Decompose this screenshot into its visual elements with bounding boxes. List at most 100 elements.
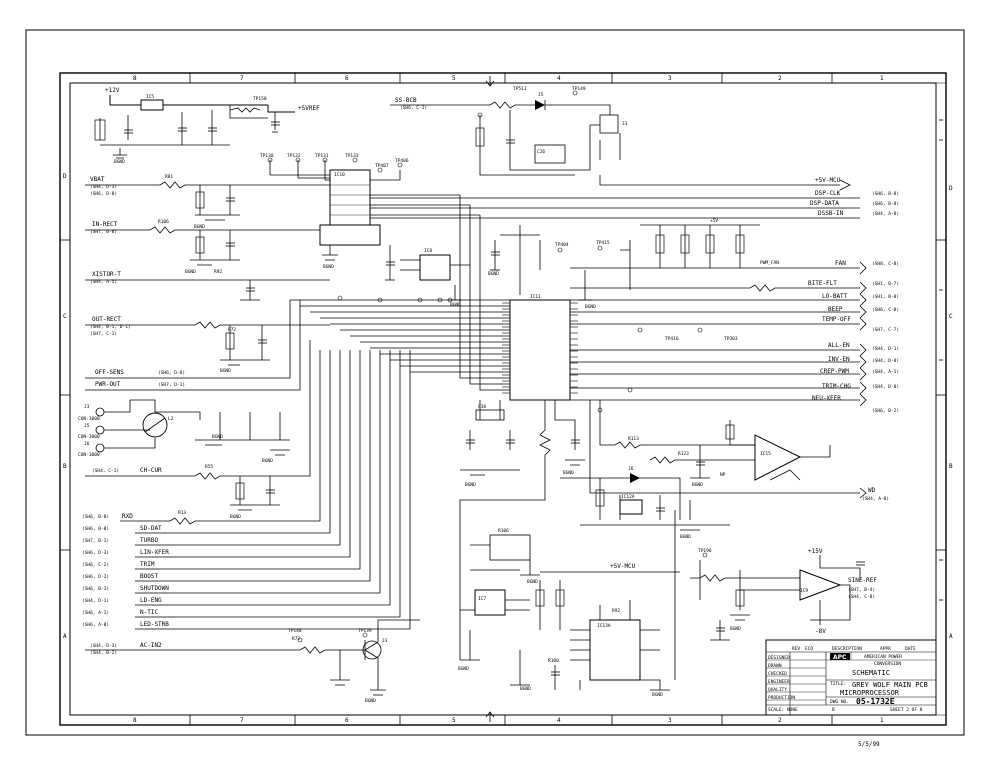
bus-trim-ref: (SH6, C-2) (82, 562, 109, 568)
r72-label: R72 (292, 636, 300, 642)
schematic-label: SCHEMATIC (852, 669, 890, 677)
sine-ref-ref: (SH7, B-4) (848, 587, 875, 593)
ic8-package (419, 254, 451, 281)
ic10-mux: IC10 BGND TP130 TP132 TP131 TP133 TP407 … (260, 153, 480, 270)
right-crep-pwm-name: CREP-PWM (820, 368, 849, 375)
zone-left-label-2: C (63, 313, 67, 320)
zone-top-label-2: 7 (240, 75, 244, 82)
power-vm8-label: -8V (815, 628, 826, 635)
zone-bottom-label-1: 8 (133, 717, 137, 724)
right-trim-chg-name: TRIM-CHG (822, 383, 851, 390)
bus-led-strb-ref: (SH6, A-8) (82, 622, 109, 628)
testpoint-circle (295, 157, 301, 163)
power-vmcu-label: +5V-MCU (815, 177, 841, 184)
right-trim-chg-ref: (SH4, D-8) (872, 384, 899, 390)
bgnd-label-3: BGND (185, 269, 196, 275)
sheet-label: SHEET 2 OF 8 (890, 707, 923, 713)
power-vmcu2-label: +5V-MCU (610, 563, 636, 570)
np-label: NP (720, 472, 726, 478)
bus-sd-dat-ref: (SH6, B-8) (82, 526, 109, 532)
zone-top-label-1: 8 (133, 75, 137, 82)
zone-top-1: 8 (133, 75, 137, 82)
connector-j6-part: CON-1000 (78, 452, 100, 458)
power-15v-label: +15V (808, 548, 823, 555)
bus-signals: (SH6, B-8) RXD (SH6, B-8) SD-DAT (SH7, B… (82, 350, 411, 630)
drawing-date: 5/5/99 (858, 741, 880, 748)
r55-label: R55 (205, 464, 213, 470)
signal-out-rect-name: OUT-RECT (92, 316, 121, 323)
signal-out-rect-ref2: (SH7, C-1) (90, 331, 117, 337)
testpoint-circle (337, 295, 343, 301)
connector-j5-name: J5 (84, 423, 90, 429)
bgnd-label-9: BGND (323, 264, 334, 270)
zone-bottom-label-4: 5 (452, 717, 456, 724)
bgnd-label-15: BGND (692, 482, 703, 488)
testpoint-circle (447, 297, 453, 303)
thermistor-connectors: J3 CON-1000 J5 CON-1000 J6 CON-1000 L2 B… (78, 399, 290, 464)
testpoint-circle (397, 162, 403, 168)
bus-ld-eng-ref: (SH4, D-1) (82, 598, 109, 604)
c38-label: R106 (498, 528, 509, 534)
testpoint-circle (572, 90, 578, 96)
bgnd-label-16: BGND (680, 534, 691, 540)
apc-logo-text: APC (833, 654, 847, 661)
tp407-label: TP407 (375, 163, 389, 169)
signal-off-sens-name: OFF-SENS (95, 369, 124, 376)
testpoint-circle (322, 157, 328, 163)
crystal-oscillator: C38 BGND BGND (460, 400, 585, 488)
zone-left-label-3: B (63, 463, 67, 470)
signal-pwr-out-name: PWR-OUT (95, 381, 121, 388)
tp303-label: TP303 (724, 336, 738, 342)
ic11-microcontroller: IC11 (502, 294, 578, 401)
signal-in-rect-ref: (SH7, B-8) (90, 229, 117, 235)
mcu-decoupling: BGND BGND (488, 225, 596, 310)
ic5-regulator (140, 99, 164, 111)
right-beep-name: BEEP (828, 306, 843, 313)
signal-vbat-ref: (SH4, D-3) (90, 184, 117, 190)
ic9-sine-ref: +15V IC9 SINE-REF (SH7, B-4) (SH4, C-8) … (690, 548, 877, 641)
bgnd-label-2: BGND (194, 224, 205, 230)
dwg-number: 05-1732E (856, 697, 895, 706)
right-neu-xfer-ref: (SH6, B-2) (872, 408, 899, 414)
role-checked: CHECKED (768, 671, 787, 677)
ic11-label: IC11 (530, 294, 541, 300)
q10-label: J3 (382, 638, 388, 644)
tp404-label: TP404 (555, 242, 569, 248)
bgnd-label-10: BGND (450, 302, 461, 308)
right-crep-pwm-ref: (SH4, A-1) (872, 369, 899, 375)
signal-vbat-ref2: (SH6, D-8) (90, 191, 117, 197)
rev-header-eco: ECO (805, 646, 813, 652)
ic10-lower-section (319, 224, 381, 246)
drawing-title: GREY WOLF MAIN PCB (852, 681, 928, 689)
bus-rxd-ref: (SH6, B-8) (82, 514, 109, 520)
ic15-opamp: IC15 BGND NP R113 R123 WD (SH4, A-8) (589, 400, 889, 502)
bus-n-tic-name: N-TIC (140, 609, 158, 616)
bus-lin-xfer-ref: (SH6, D-3) (82, 550, 109, 556)
ic5-label: IC5 (146, 94, 154, 100)
bgnd-label-8: BGND (365, 698, 376, 704)
tp511-label: TP511 (513, 86, 527, 92)
right-lo-batt-name: LO-BATT (822, 293, 848, 300)
r81-label: R72 (228, 327, 236, 333)
rev-header-description: DESCRIPTION (832, 646, 862, 652)
apc-logo (830, 653, 850, 660)
connector-j3-part: CON-1000 (78, 416, 100, 422)
right-dsp-clk-name: DSP-CLK (815, 190, 841, 197)
zone-bottom-label-5: 4 (557, 717, 561, 724)
bus-shutdown-name: SHUTDOWN (140, 585, 169, 592)
tp139-label: TP139 (358, 628, 372, 634)
right-bite-flt-ref: (SH1, B-7) (872, 281, 899, 287)
bottom-center-circuits: J6 IC12A BGND R106 BGND +5V-MCU IC7 BGND… (458, 466, 730, 698)
rev-header-date: DATE (905, 646, 916, 652)
ic13a-label: IC13A (597, 623, 611, 629)
r113-label: R113 (628, 436, 639, 442)
top-signal-ref: (SH6, C-1) (400, 105, 427, 111)
pwm-fan-label: PWM_FAN (760, 260, 779, 266)
crystal-l2 (475, 409, 505, 421)
pullup-resistor-bank: +5V TP415 TP404 TP416 TP303 (555, 218, 760, 342)
ic12a-package (619, 499, 643, 515)
zone-markers: 8 7 6 5 4 3 2 1 8 7 6 5 4 3 2 1 D C B A … (60, 73, 953, 725)
testpoint-circle (627, 387, 633, 393)
bgnd-label-20: BGND (652, 692, 663, 698)
ic15-label: IC15 (760, 451, 771, 457)
